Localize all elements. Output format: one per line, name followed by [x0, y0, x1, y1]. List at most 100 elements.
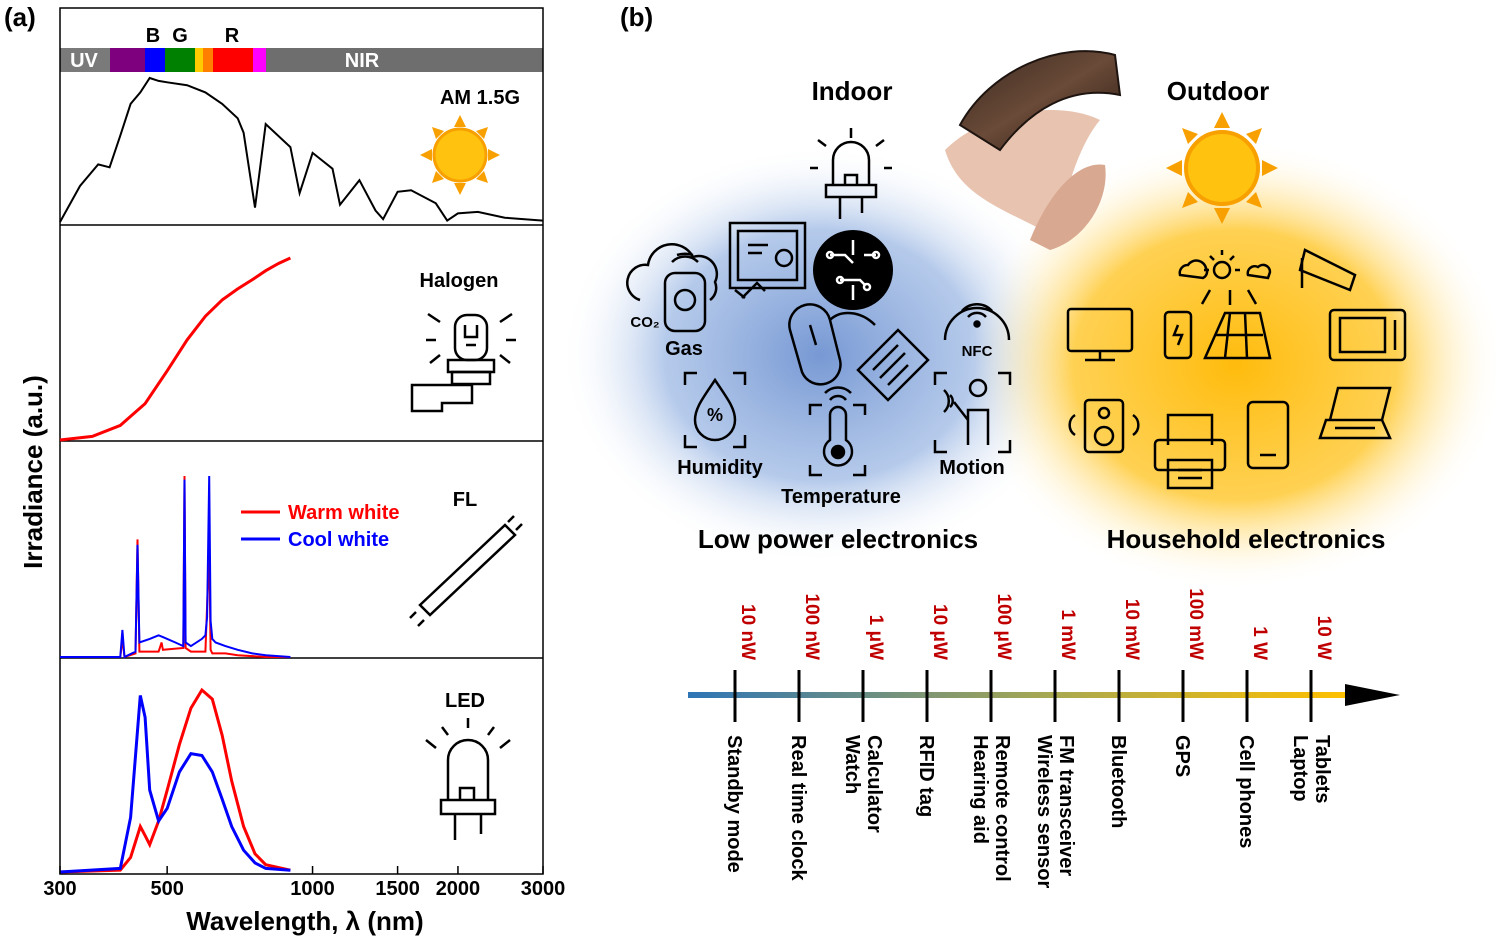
band-nir-label: NIR [345, 50, 380, 72]
mouse-icon [788, 303, 876, 386]
indoor-glow [560, 145, 1080, 565]
am15g-label: AM 1.5G [440, 87, 520, 109]
band-blue [145, 48, 165, 72]
device-label: Tablets [1311, 735, 1333, 804]
device-label: GPS [1171, 735, 1193, 777]
gas-sensor-icon [626, 243, 719, 333]
y-axis-title: Irradiance (a.u.) [18, 375, 48, 569]
band-orange [203, 48, 213, 72]
phone-icon [1246, 400, 1290, 470]
device-label: Wireless sensor [1033, 735, 1055, 888]
temperature-label: Temperature [781, 486, 901, 508]
fl-warm-white-line [60, 475, 291, 659]
fluorescent-tube-icon [409, 515, 523, 627]
panel-a-label: (a) [4, 2, 36, 32]
co2-label: CO₂ [630, 314, 659, 331]
x-tick-label: 300 [43, 878, 76, 900]
panel-b-label: (b) [620, 2, 653, 32]
power-value-label: 10 nW [737, 604, 758, 660]
band-uv-label: UV [70, 50, 98, 72]
power-value-label: 100 mW [1185, 588, 1206, 660]
device-label: Cell phones [1235, 735, 1257, 848]
monitor-icon [1066, 307, 1134, 362]
humidity-percent: % [707, 405, 723, 425]
solar-panel-icon [1163, 250, 1272, 360]
power-scale-bar [688, 692, 1348, 698]
device-label: Bluetooth [1107, 735, 1129, 828]
band-b-label: B [146, 25, 160, 47]
gas-label: Gas [665, 338, 703, 360]
power-value-label: 10 W [1313, 616, 1334, 660]
am15g-spectrum-line [59, 76, 544, 223]
device-label: Calculator [863, 735, 885, 833]
power-value-label: 10 μW [929, 604, 950, 660]
device-label: Remote control [991, 735, 1013, 882]
microwave-icon [1328, 308, 1407, 362]
device-label: RFID tag [915, 735, 937, 817]
indoor-title: Indoor [812, 76, 893, 106]
device-label: Standby mode [723, 735, 745, 873]
motion-sensor-icon [933, 371, 1012, 454]
power-value-label: 10 mW [1121, 599, 1142, 660]
indoor-led-icon [810, 128, 892, 219]
legend-warm-label: Warm white [288, 502, 400, 524]
band-g-label: G [172, 25, 188, 47]
flexible-solar-cell-image [945, 50, 1122, 250]
x-tick-label: 3000 [521, 878, 566, 900]
legend-cool-label: Cool white [288, 529, 389, 551]
led-cool-white-line [59, 695, 291, 874]
fl-label: FL [453, 489, 477, 511]
x-tick-label: 2000 [436, 878, 481, 900]
household-group-label: Household electronics [1107, 524, 1386, 554]
band-red [213, 48, 253, 72]
thermometer-icon [808, 386, 867, 477]
spectrum-band: UV B G R NIR [60, 25, 543, 72]
led-bulb-icon [425, 718, 511, 840]
device-label: Laptop [1289, 735, 1311, 802]
band-magenta [253, 48, 266, 72]
laptop-icon [1318, 386, 1392, 440]
keyboard-icon [856, 328, 930, 402]
sun-icon [420, 115, 500, 195]
x-axis-title: Wavelength, λ (nm) [186, 906, 423, 936]
security-camera-icon [1298, 248, 1357, 292]
nfc-icon [943, 302, 1011, 341]
power-scale-ticks: 10 nW Standby mode 100 nW Real time clock 1 … [723, 588, 1334, 888]
power-value-label: 100 μW [993, 593, 1014, 660]
device-label: Hearing aid [969, 735, 991, 844]
halogen-bulb-icon [410, 312, 516, 413]
band-yellow [195, 48, 203, 72]
device-label: Watch [841, 735, 863, 794]
led-warm-white-line [59, 687, 291, 874]
speaker-icon [1068, 398, 1140, 454]
fl-legend: Warm white Cool white [241, 502, 400, 551]
motion-label: Motion [939, 457, 1005, 479]
power-value-label: 1 μW [865, 615, 886, 660]
x-tick-label: 1000 [290, 878, 335, 900]
device-label: Real time clock [787, 735, 809, 882]
power-scale-arrowhead [1345, 684, 1400, 706]
led-label: LED [445, 690, 485, 712]
halogen-spectrum-line [59, 256, 292, 442]
humidity-icon [683, 371, 747, 449]
x-tick-label: 500 [150, 878, 183, 900]
outdoor-title: Outdoor [1167, 76, 1270, 106]
nfc-label: NFC [962, 343, 993, 360]
band-violet [110, 48, 145, 72]
band-r-label: R [225, 25, 240, 47]
microchip-icon [813, 230, 893, 310]
low-power-group-label: Low power electronics [698, 524, 978, 554]
band-nir [266, 48, 543, 72]
outdoor-glow [965, 140, 1496, 590]
outdoor-sun-icon [1166, 112, 1278, 224]
device-label: FM transceiver [1055, 735, 1077, 876]
halogen-label: Halogen [420, 270, 499, 292]
fl-cool-white-line [60, 475, 291, 659]
power-value-label: 1 W [1249, 626, 1270, 660]
presentation-board-icon [728, 221, 807, 299]
power-value-label: 100 nW [801, 593, 822, 660]
printer-icon [1153, 413, 1227, 490]
humidity-label: Humidity [677, 457, 763, 479]
